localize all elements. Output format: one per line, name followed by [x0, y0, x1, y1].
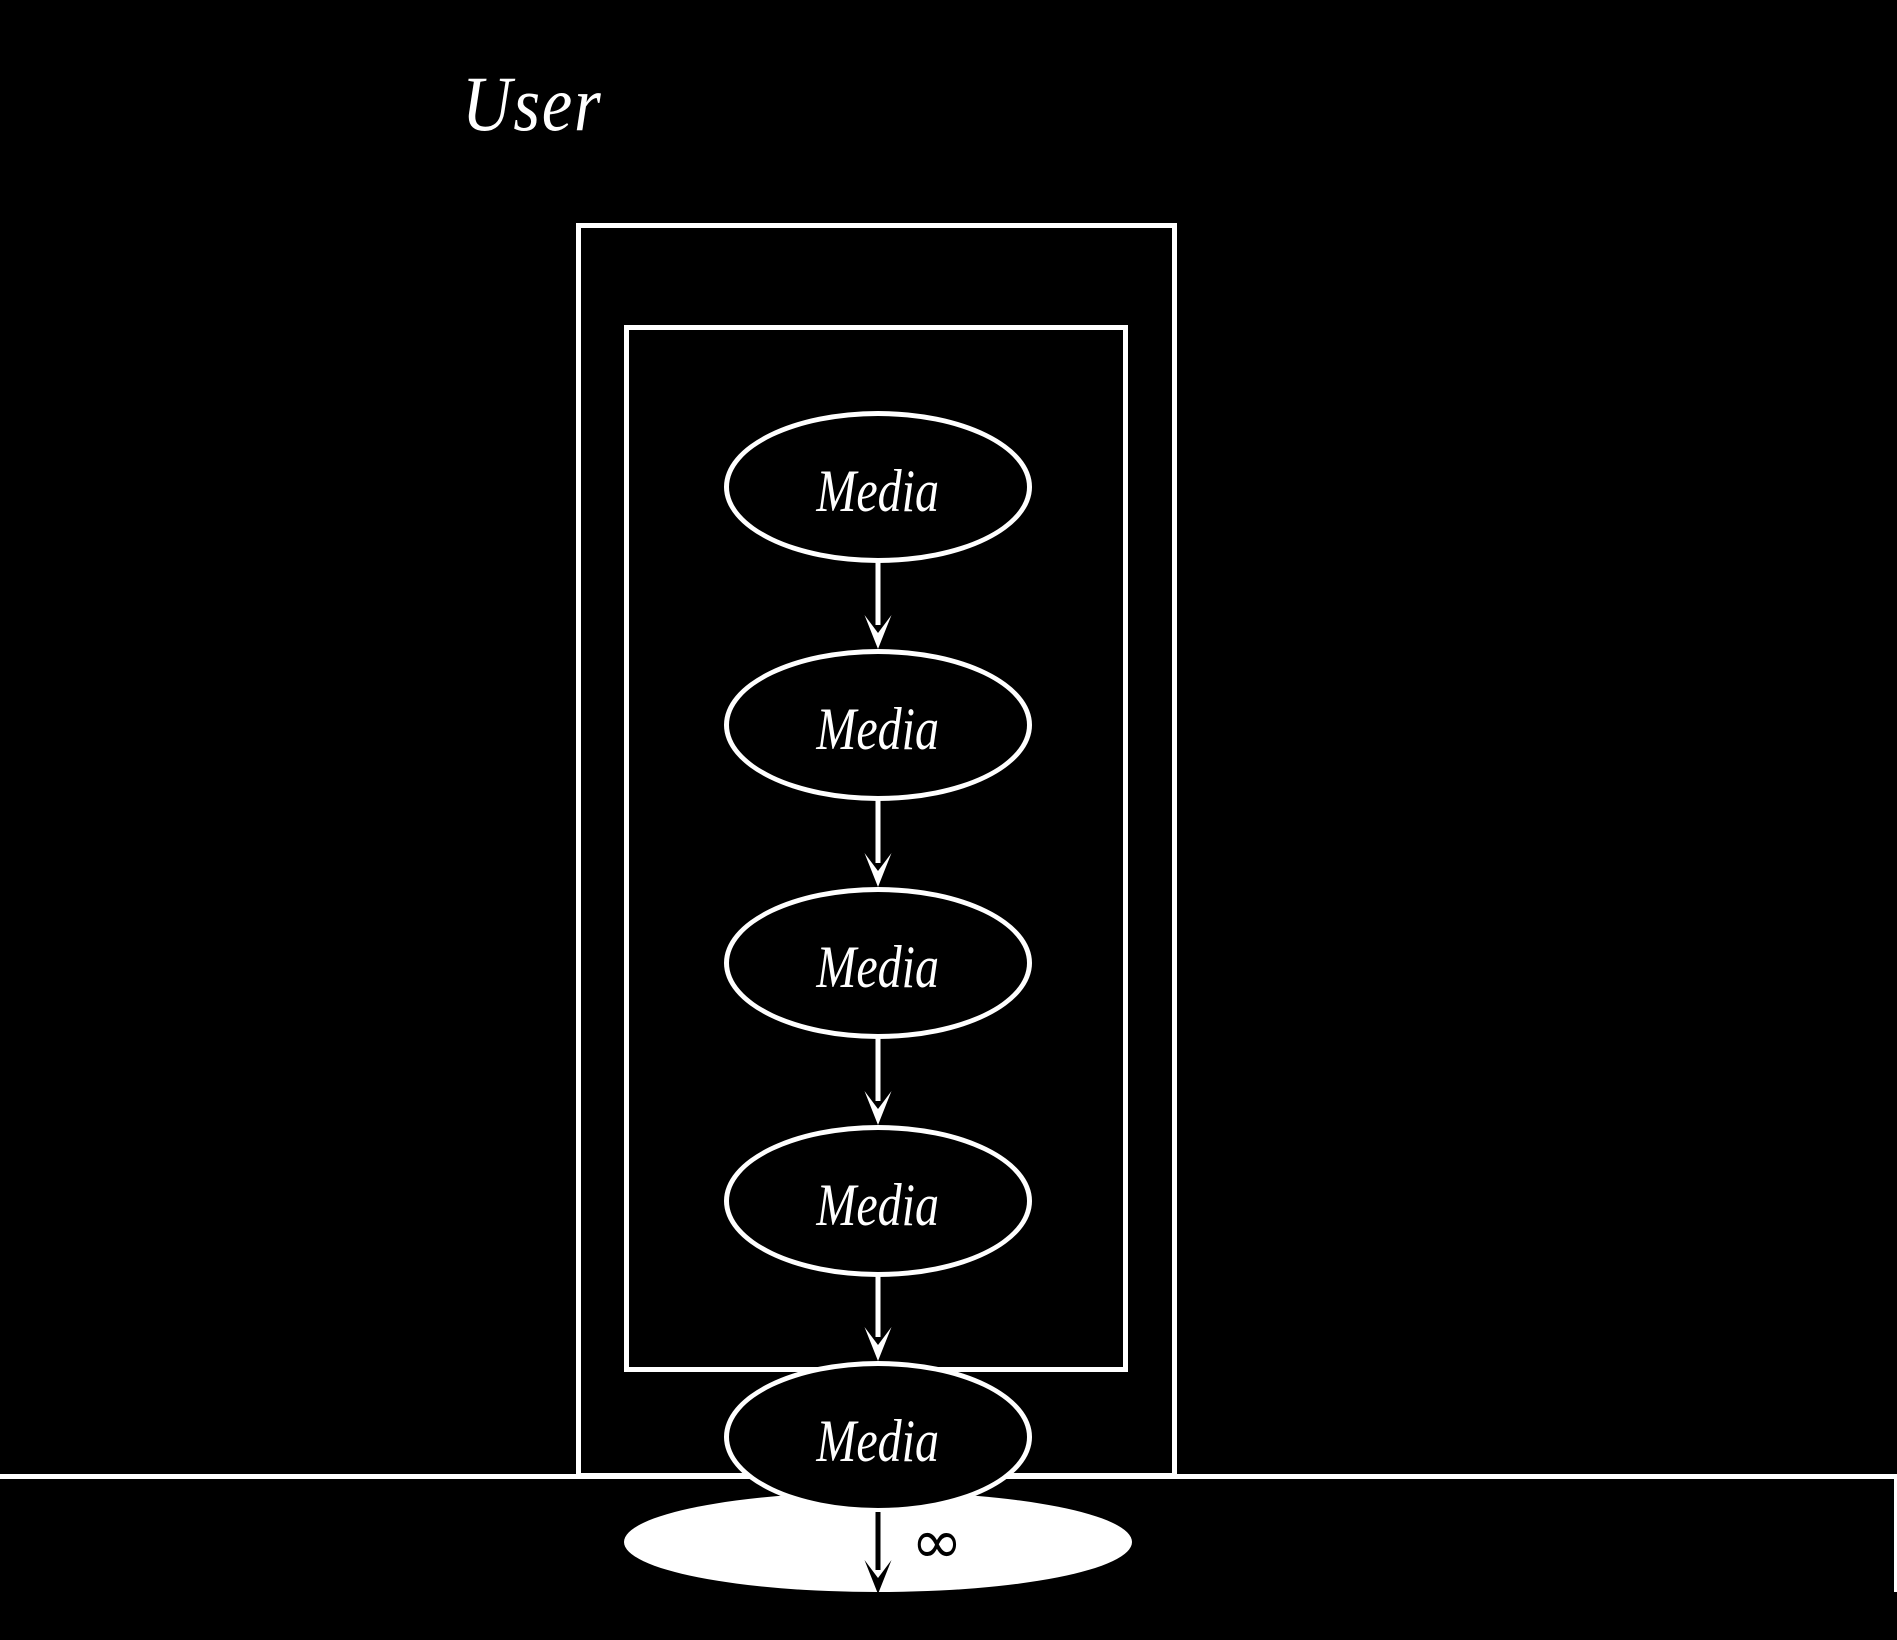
media-node-label: Media	[816, 696, 940, 762]
media-node-label: Media	[816, 1172, 940, 1238]
frame-right-edge-line	[1894, 1479, 1897, 1592]
media-node: Media	[724, 411, 1032, 563]
media-node: Media	[724, 649, 1032, 801]
user-label: User	[462, 60, 603, 147]
media-node-label: Media	[816, 458, 940, 524]
media-node: Media	[724, 887, 1032, 1039]
flow-arrow-icon	[864, 1276, 892, 1361]
media-node: Media	[724, 1125, 1032, 1277]
flow-arrow-icon	[864, 800, 892, 887]
media-node-label: Media	[816, 1408, 940, 1474]
media-node-label: Media	[816, 934, 940, 1000]
flow-arrow-icon	[864, 561, 892, 649]
infinity-symbol: ∞	[911, 1505, 963, 1578]
flow-arrow-icon	[864, 1038, 892, 1125]
media-node: Media	[724, 1361, 1032, 1513]
final-flow-arrow-icon	[864, 1512, 892, 1594]
